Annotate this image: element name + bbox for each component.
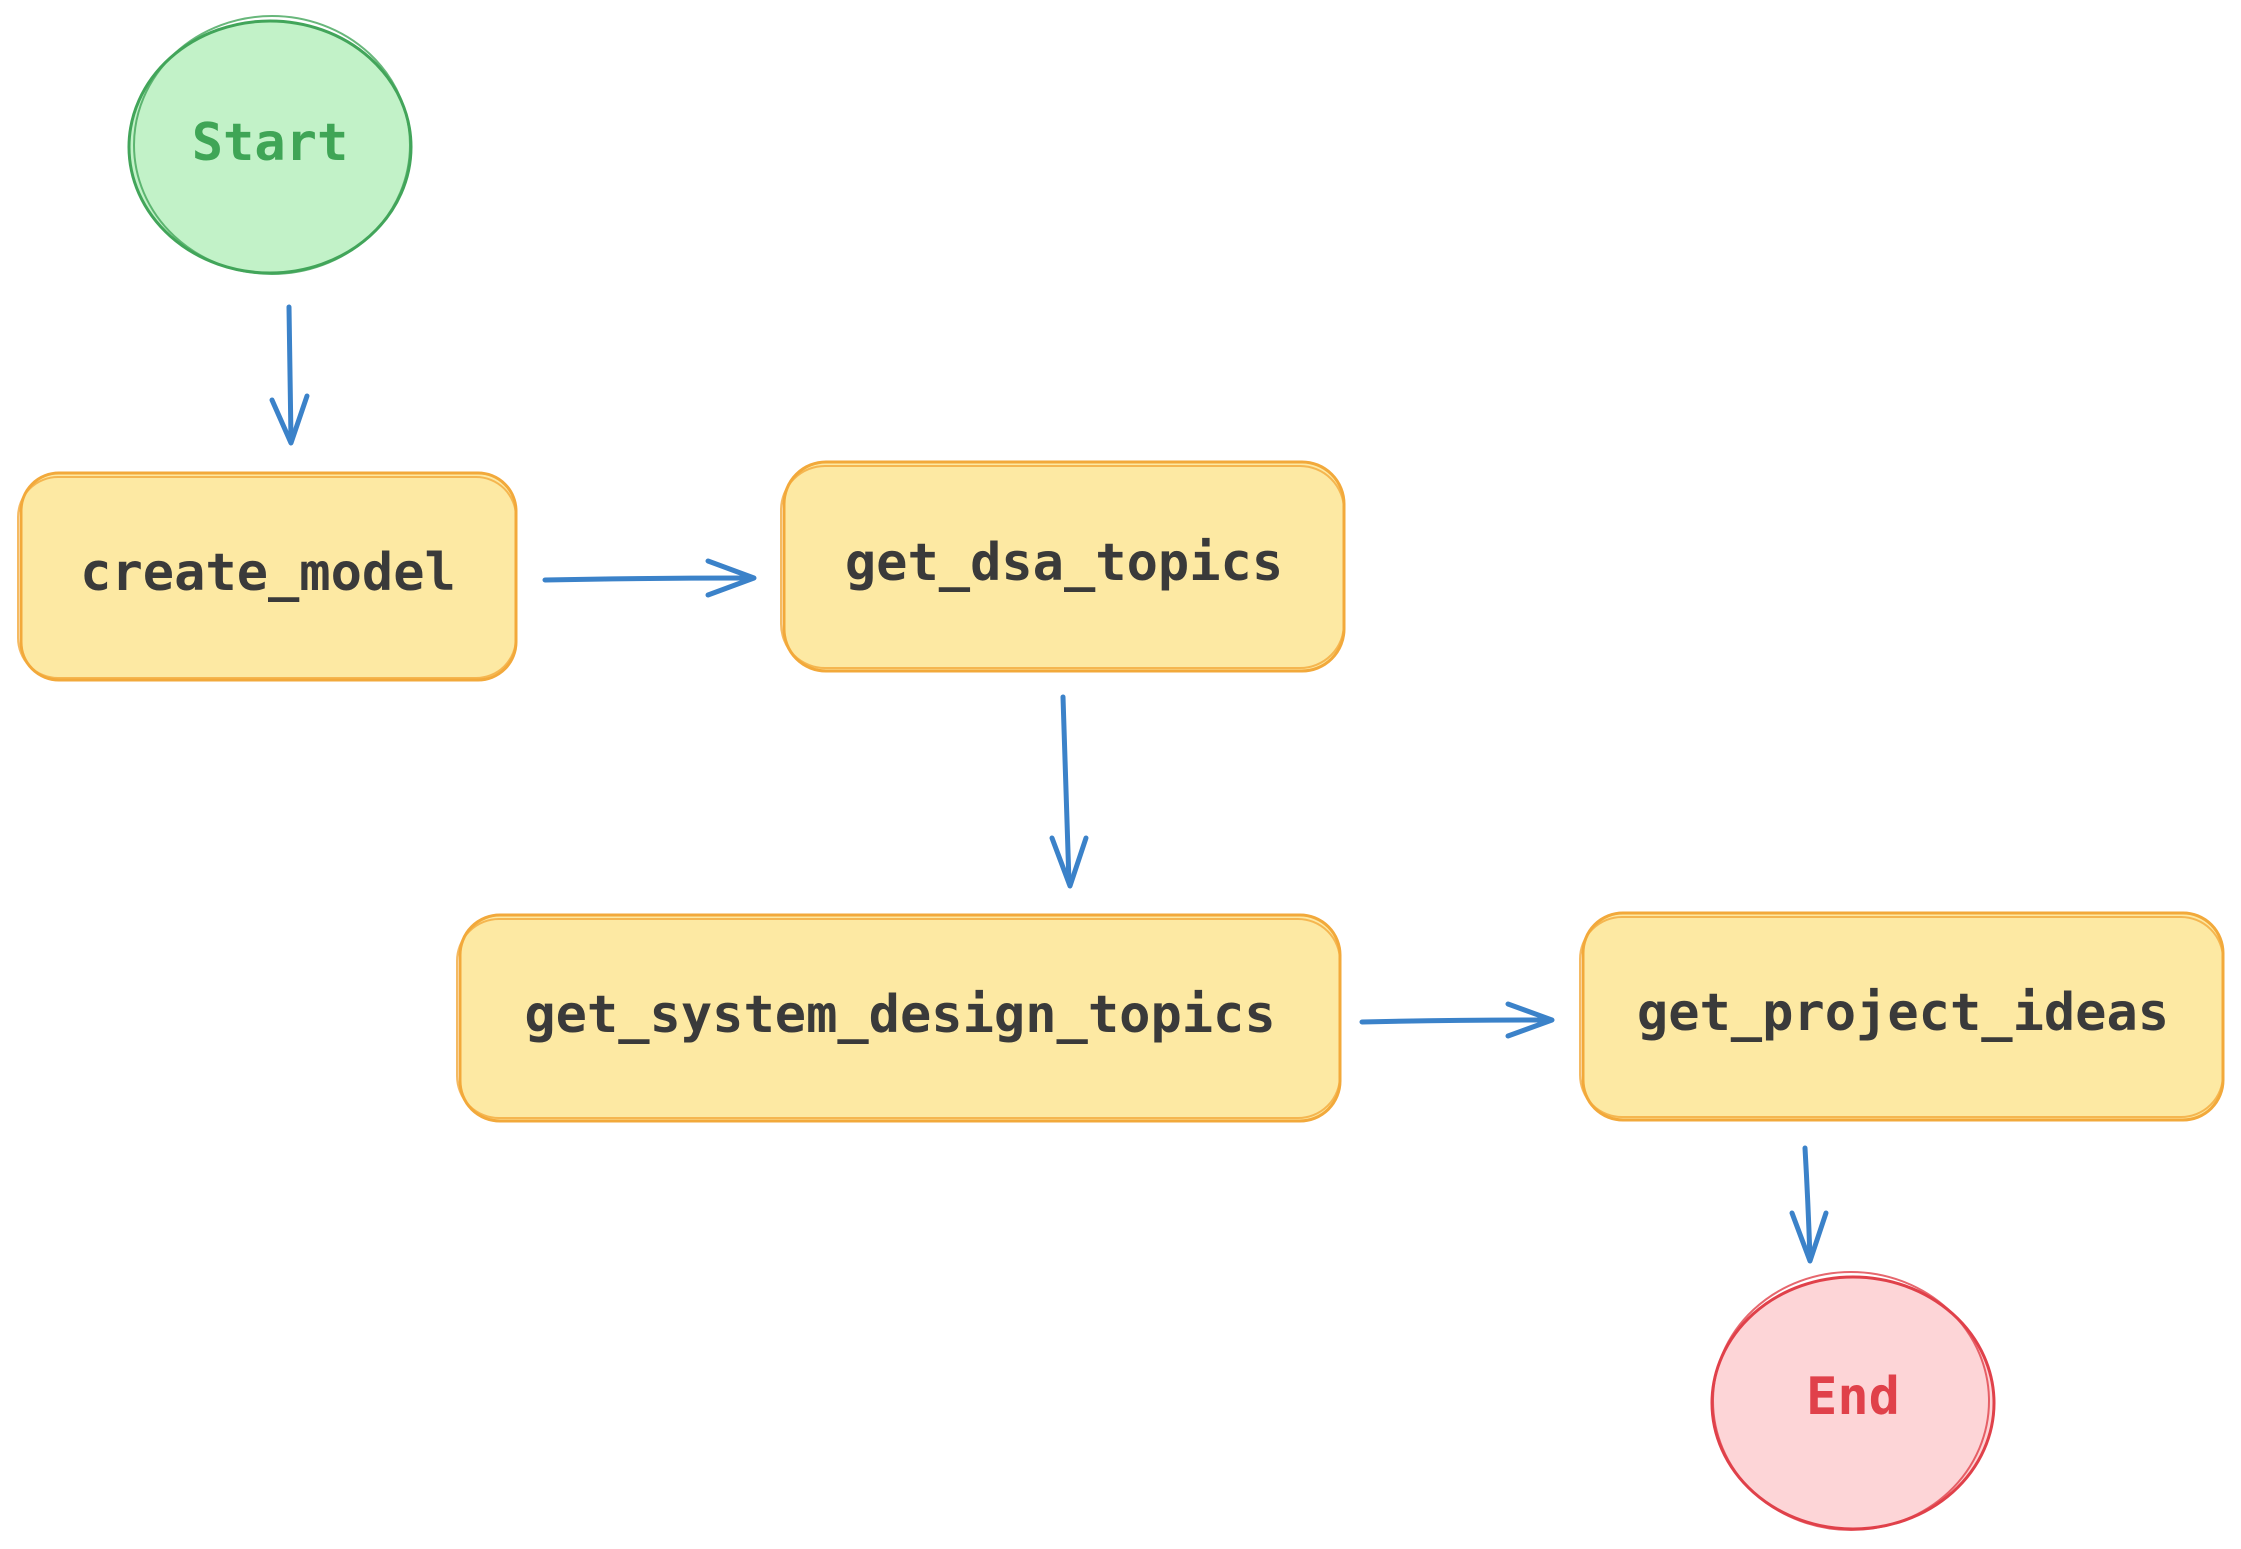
get-system-design-topics-node: get_system_design_topics <box>456 913 1342 1123</box>
edge-create-model-to-get-dsa-topics <box>542 558 757 598</box>
edge-get-project-ideas-to-end <box>1789 1145 1829 1264</box>
get-system-design-topics-label: get_system_design_topics <box>524 985 1275 1045</box>
edge-get-dsa-topics-to-get-system-design-topics <box>1049 694 1089 889</box>
get-dsa-topics-label: get_dsa_topics <box>845 533 1283 593</box>
edges-layer <box>269 304 1829 1264</box>
create-model-node: create_model <box>17 471 518 682</box>
nodes-layer: Start create_model get_dsa_topics get_sy… <box>17 15 2225 1531</box>
edge-start-to-create-model <box>269 304 310 446</box>
start-label: Start <box>192 113 349 173</box>
end-label: End <box>1806 1367 1900 1427</box>
create-model-label: create_model <box>80 543 456 603</box>
get-project-ideas-node: get_project_ideas <box>1579 911 2225 1122</box>
end-node: End <box>1710 1271 1996 1531</box>
edge-get-system-design-topics-to-get-project-ideas <box>1359 1001 1555 1039</box>
get-dsa-topics-node: get_dsa_topics <box>780 460 1346 673</box>
get-project-ideas-label: get_project_ideas <box>1637 983 2169 1043</box>
start-node: Start <box>127 15 413 275</box>
